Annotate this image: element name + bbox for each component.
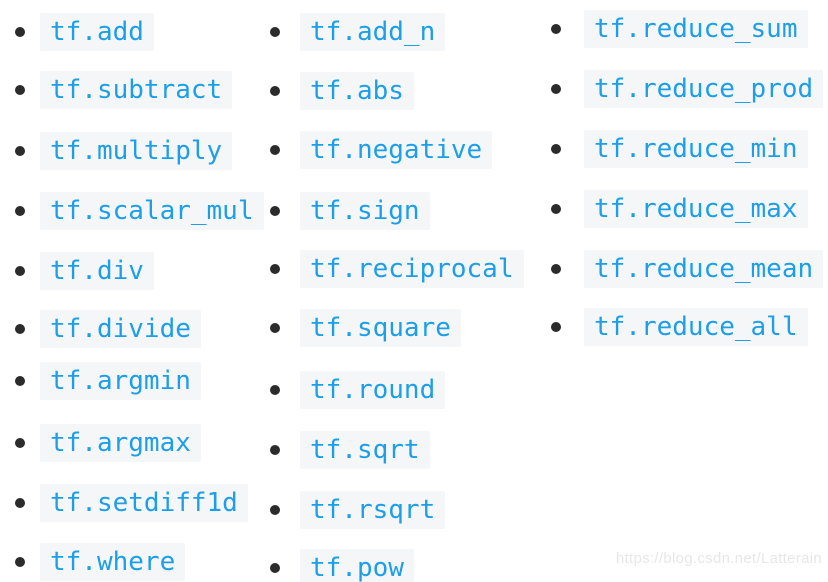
code-chip: tf.div	[40, 252, 154, 290]
list-bullet	[270, 563, 280, 573]
code-chip: tf.subtract	[40, 71, 233, 109]
list-bullet	[15, 498, 25, 508]
code-chip: tf.argmax	[40, 424, 201, 462]
list-bullet	[551, 264, 561, 274]
code-chip: tf.sqrt	[300, 431, 430, 469]
code-chip: tf.where	[40, 543, 186, 581]
code-chip: tf.round	[300, 371, 446, 409]
list-bullet	[270, 86, 280, 96]
code-chip: tf.rsqrt	[300, 491, 446, 529]
code-chip: tf.reduce_all	[584, 308, 808, 346]
code-chip: tf.divide	[40, 310, 201, 348]
list-bullet	[270, 206, 280, 216]
list-bullet	[551, 24, 561, 34]
list-bullet	[15, 146, 25, 156]
code-chip: tf.sign	[300, 192, 430, 230]
list-bullet	[551, 144, 561, 154]
code-chip: tf.abs	[300, 72, 414, 110]
csdn-watermark: https://blog.csdn.net/Latterain	[615, 550, 822, 567]
code-chip: tf.reduce_min	[584, 130, 808, 168]
code-chip: tf.add_n	[300, 13, 446, 51]
list-bullet	[551, 322, 561, 332]
code-chip: tf.square	[300, 309, 461, 347]
code-chip: tf.pow	[300, 549, 414, 582]
code-chip: tf.scalar_mul	[40, 192, 264, 230]
list-bullet	[551, 204, 561, 214]
list-bullet	[270, 385, 280, 395]
list-bullet	[270, 264, 280, 274]
list-bullet	[270, 323, 280, 333]
code-chip: tf.negative	[300, 131, 493, 169]
list-bullet	[15, 266, 25, 276]
list-bullet	[15, 85, 25, 95]
code-chip: tf.argmin	[40, 362, 201, 400]
code-chip: tf.multiply	[40, 132, 233, 170]
list-bullet	[15, 438, 25, 448]
code-chip: tf.setdiff1d	[40, 484, 248, 522]
list-bullet	[15, 376, 25, 386]
list-bullet	[15, 27, 25, 37]
list-bullet	[15, 324, 25, 334]
code-chip: tf.reciprocal	[300, 250, 524, 288]
code-chip: tf.reduce_sum	[584, 10, 808, 48]
list-bullet	[270, 27, 280, 37]
list-bullet	[15, 206, 25, 216]
list-bullet	[270, 145, 280, 155]
list-bullet	[551, 84, 561, 94]
code-chip: tf.reduce_prod	[584, 70, 824, 108]
code-chip: tf.reduce_mean	[584, 250, 824, 288]
list-bullet	[270, 445, 280, 455]
list-bullet	[15, 557, 25, 567]
code-chip: tf.reduce_max	[584, 190, 808, 228]
code-chip: tf.add	[40, 13, 154, 51]
list-bullet	[270, 505, 280, 515]
